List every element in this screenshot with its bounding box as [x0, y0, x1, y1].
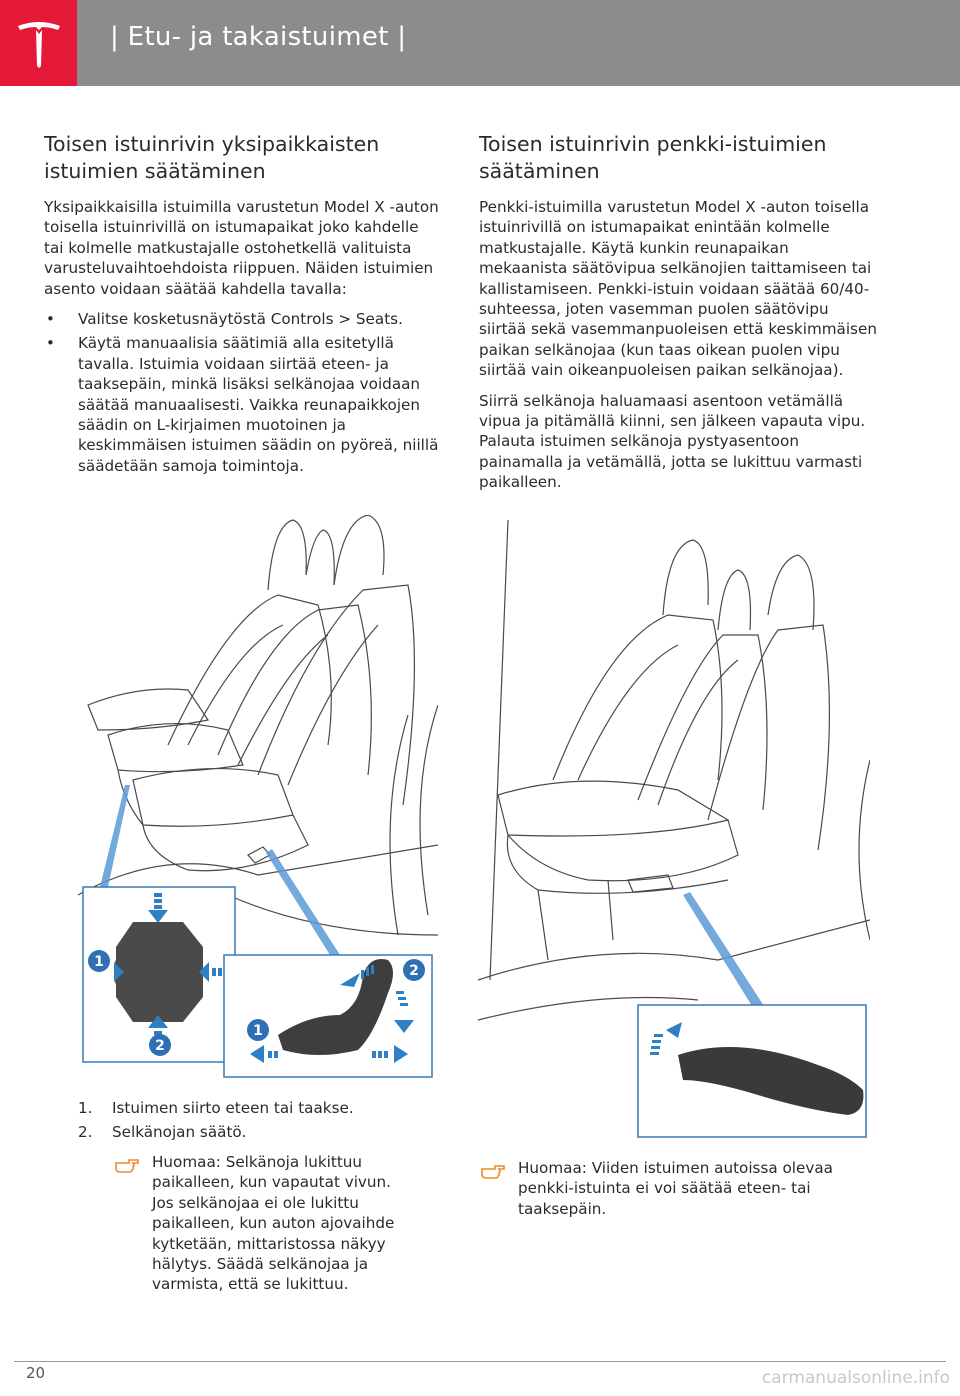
list-item: 1.Istuimen siirto eteen tai taakse.: [78, 1099, 354, 1117]
l-lever-arrows: [250, 965, 414, 1063]
page-header: | Etu- ja takaistuimet |: [0, 0, 960, 86]
left-column: Toisen istuinrivin yksipaikkaisten istui…: [44, 131, 442, 480]
bench-lever-handle: [678, 1047, 864, 1115]
left-numbered-list: 1.Istuimen siirto eteen tai taakse. 2.Se…: [78, 1098, 438, 1147]
bench-seat-illustration: [477, 519, 871, 1140]
callout-1-lever: 1: [247, 1019, 269, 1041]
footer-divider: [14, 1361, 946, 1362]
l-lever-handle: [278, 959, 393, 1055]
svg-text:1: 1: [253, 1023, 263, 1039]
bench-lever-arrows: [650, 1022, 682, 1055]
left-note: Huomaa: Selkänoja lukittuu paikalleen, k…: [114, 1152, 414, 1295]
right-column: Toisen istuinrivin penkki-istuimien säät…: [479, 131, 879, 493]
svg-text:1: 1: [94, 954, 104, 970]
left-bullet-list: •Valitse kosketusnäytöstä Controls > Sea…: [44, 309, 442, 476]
brand-logo: [0, 0, 77, 86]
callout-2-round: 2: [149, 1034, 171, 1056]
bullet-icon: •: [46, 334, 55, 353]
bullet-icon: •: [46, 310, 55, 329]
bench-drawing: [477, 519, 871, 1138]
page-number: 20: [26, 1364, 46, 1382]
left-heading: Toisen istuinrivin yksipaikkaisten istui…: [44, 132, 380, 183]
svg-text:2: 2: [155, 1038, 165, 1054]
chapter-title: | Etu- ja takaistuimet |: [110, 22, 407, 52]
tesla-logo-icon: [18, 22, 60, 68]
svg-text:2: 2: [409, 963, 419, 979]
pointer-arrow-right: [266, 849, 340, 955]
single-seats-illustration: 1 2 1 2: [77, 514, 439, 1080]
callout-2-lever: 2: [403, 959, 425, 981]
seat-drawing: 1 2 1 2: [77, 514, 439, 1078]
pointing-hand-icon: [481, 1165, 505, 1179]
list-item: •Valitse kosketusnäytöstä Controls > Sea…: [46, 310, 403, 329]
left-intro: Yksipaikkaisilla istuimilla varustetun M…: [44, 198, 439, 298]
right-note: Huomaa: Viiden istuimen autoissa olevaa …: [480, 1158, 860, 1219]
right-heading: Toisen istuinrivin penkki-istuimien säät…: [479, 132, 827, 183]
pointer-arrow-left: [100, 785, 130, 887]
list-item: 2.Selkänojan säätö.: [78, 1123, 247, 1142]
callout-1-round: 1: [88, 950, 110, 972]
note-text: Huomaa: Viiden istuimen autoissa olevaa …: [518, 1159, 833, 1218]
right-para-2: Siirrä selkänoja haluamaasi asentoon vet…: [479, 391, 866, 492]
watermark: carmanualsonline.info: [761, 1368, 950, 1388]
note-text: Huomaa: Selkänoja lukittuu paikalleen, k…: [152, 1153, 395, 1294]
pointer-arrow: [683, 892, 764, 1006]
list-item: •Käytä manuaalisia säätimiä alla esitety…: [46, 334, 439, 475]
pointing-hand-icon: [115, 1159, 139, 1173]
right-para-1: Penkki-istuimilla varustetun Model X -au…: [479, 198, 877, 380]
